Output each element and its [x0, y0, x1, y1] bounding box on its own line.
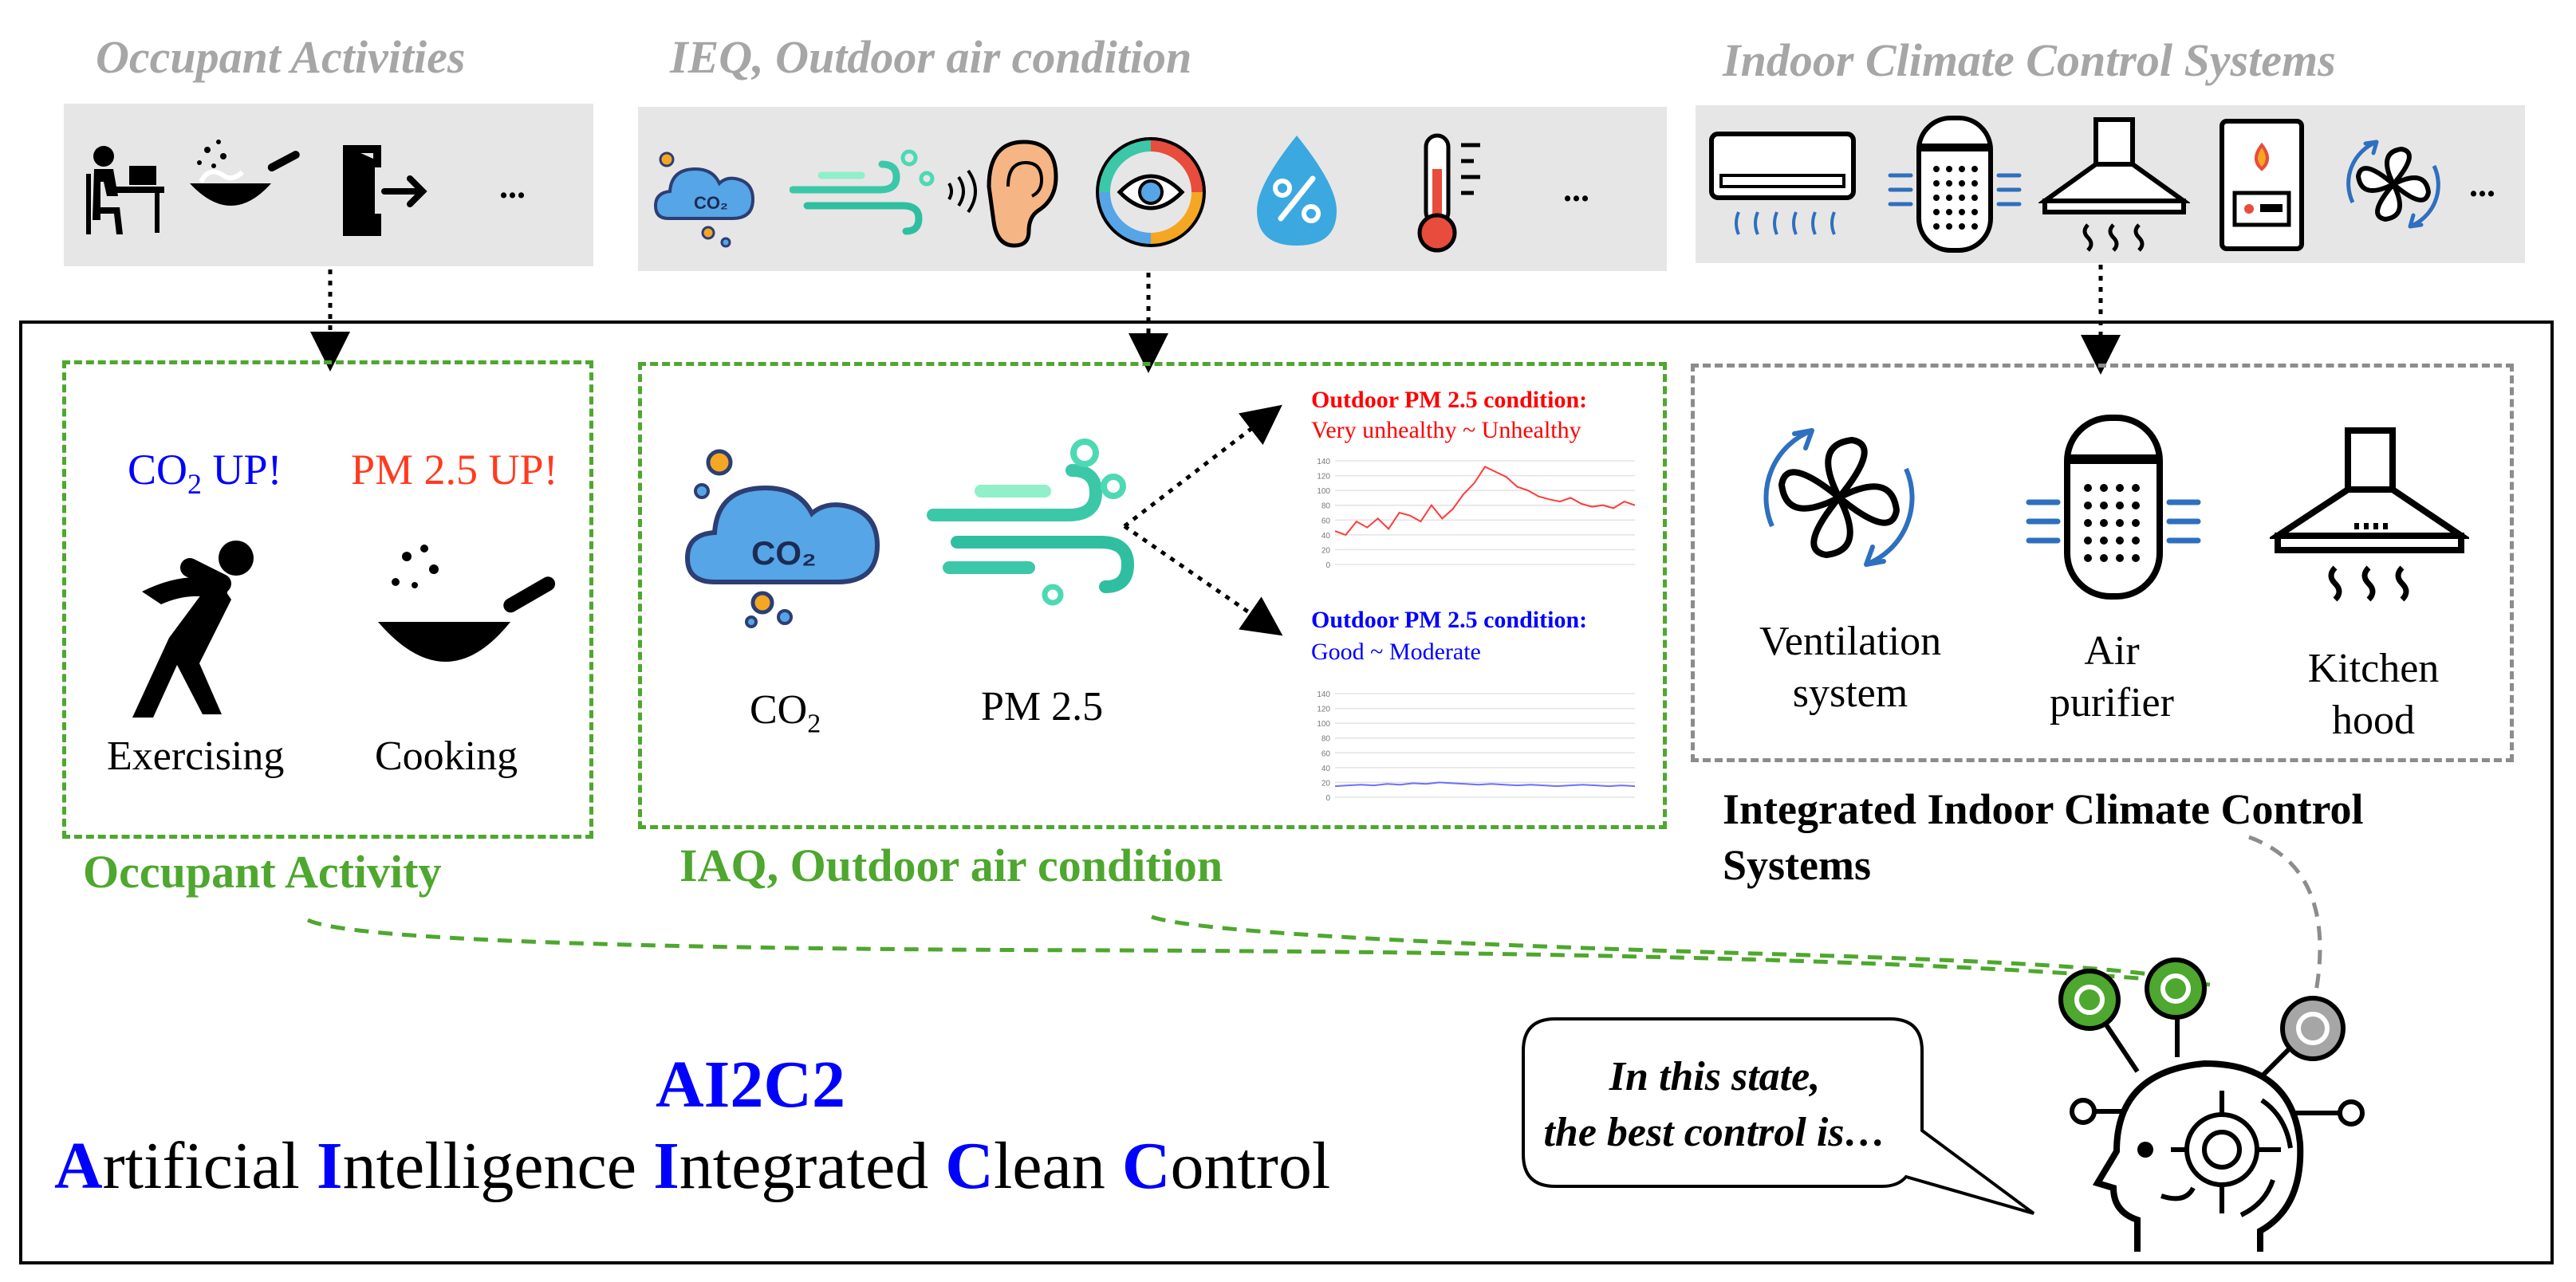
- iaq-outdoor-box: [638, 362, 1667, 829]
- systems-more: ...: [2469, 165, 2495, 204]
- ieq-more: ...: [1563, 170, 1589, 209]
- link-occupant-to-ai: [306, 918, 2218, 988]
- occupant-activity-title: Occupant Activity: [83, 846, 442, 898]
- y-tick-label: 60: [1321, 517, 1331, 525]
- wind-icon: [790, 149, 935, 235]
- node-grey: [2280, 996, 2346, 1061]
- humidity-drop-icon: [1257, 136, 1337, 246]
- exercising-label: Exercising: [107, 733, 285, 779]
- kitchen-hood-icon: [2038, 117, 2190, 252]
- ai2c2-expansion: Artificial Intelligence Integrated Clean…: [54, 1129, 1331, 1203]
- category-title-occupant: Occupant Activities: [96, 31, 466, 83]
- chart-good: 140 120 100 80 60 40 20 0: [1317, 690, 1636, 803]
- iaq-title: IAQ, Outdoor air condition: [679, 840, 1223, 891]
- occupant-icon-strip: ...: [64, 104, 593, 266]
- y-tick-label: 100: [1317, 720, 1330, 729]
- y-tick-label: 100: [1317, 487, 1330, 496]
- y-tick-label: 0: [1325, 794, 1330, 803]
- air-conditioner-icon: [1709, 132, 1856, 235]
- co2-cloud-icon: CO₂: [653, 151, 755, 248]
- exit-door-icon: [343, 145, 427, 236]
- y-tick-label: 20: [1321, 779, 1331, 788]
- exercising-icon: [132, 541, 254, 718]
- pm-up-label: PM 2.5 UP!: [351, 446, 558, 494]
- ear-sound-icon: [947, 140, 1058, 248]
- systems-icon-strip: ...: [1696, 105, 2525, 263]
- y-tick-label: 140: [1317, 458, 1330, 466]
- svg-text:CO₂: CO₂: [751, 534, 817, 572]
- cond1-value: Very unhealthy ~ Unhealthy: [1311, 417, 1581, 443]
- series-line: [1334, 781, 1636, 788]
- purifier-large-icon: [2026, 415, 2201, 600]
- boiler-icon: [2220, 119, 2304, 251]
- y-tick-label: 120: [1317, 473, 1330, 482]
- pm25-wind-icon: [927, 438, 1135, 606]
- y-tick-label: 60: [1321, 749, 1331, 758]
- y-tick-label: 80: [1321, 502, 1331, 511]
- visual-comfort-icon: [1096, 137, 1206, 247]
- category-title-ieq: IEQ, Outdoor air condition: [670, 31, 1192, 83]
- node-green-2: [2145, 958, 2207, 1020]
- cooking-label: Cooking: [375, 733, 518, 779]
- chart-unhealthy: 140 120 100 80 60 40 20 0: [1317, 458, 1636, 570]
- ieq-icon-strip: CO₂ ...: [638, 107, 1667, 271]
- link-systems-to-ai: [2248, 835, 2322, 993]
- bubble-text: In this state,the best control is…: [1543, 1054, 1886, 1156]
- thermometer-icon: [1417, 133, 1480, 253]
- y-tick-label: 20: [1321, 546, 1331, 555]
- y-tick-label: 140: [1317, 690, 1330, 699]
- arrow-pm-to-unhealthy: [1123, 404, 1282, 528]
- cond1-title: Outdoor PM 2.5 condition:: [1311, 387, 1588, 413]
- y-tick-label: 80: [1321, 735, 1331, 744]
- y-tick-label: 40: [1321, 532, 1331, 541]
- cond2-value: Good ~ Moderate: [1311, 639, 1481, 665]
- category-title-systems: Indoor Climate Control Systems: [1723, 34, 2336, 86]
- person-desk-icon: [86, 146, 164, 234]
- speech-bubble: [1522, 1017, 2035, 1215]
- ai-head-icon: [2058, 958, 2365, 1252]
- ventilation-fan-icon: [2346, 140, 2440, 229]
- wok-icon: [190, 140, 300, 206]
- link-iaq-to-ai: [1151, 914, 2187, 985]
- ventilation-large-icon: [1763, 428, 1915, 567]
- cooking-wok-icon: [378, 545, 556, 662]
- y-tick-label: 120: [1317, 706, 1330, 714]
- series-line: [1334, 466, 1636, 537]
- ai2c2-framework-box: [19, 320, 2554, 1264]
- ai2c2-title: AI2C2: [656, 1048, 846, 1122]
- pm25-label: PM 2.5: [981, 684, 1104, 729]
- hood-large-icon: [2270, 427, 2469, 602]
- occupant-activity-box: [62, 360, 593, 839]
- node-green-1: [2058, 969, 2121, 1031]
- co2-label: CO2: [750, 687, 821, 739]
- co2-up-label: CO2 UP!: [128, 446, 282, 500]
- cond2-title: Outdoor PM 2.5 condition:: [1311, 607, 1588, 633]
- svg-text:CO₂: CO₂: [694, 193, 728, 213]
- integrated-systems-box: [1691, 364, 2514, 762]
- y-tick-label: 40: [1321, 765, 1331, 773]
- occupant-more: ...: [499, 167, 526, 206]
- y-tick-label: 0: [1325, 561, 1330, 570]
- air-purifier-icon: [1888, 116, 2022, 253]
- co2-cloud-large-icon: CO₂: [684, 449, 880, 628]
- arrow-pm-to-good: [1123, 524, 1283, 636]
